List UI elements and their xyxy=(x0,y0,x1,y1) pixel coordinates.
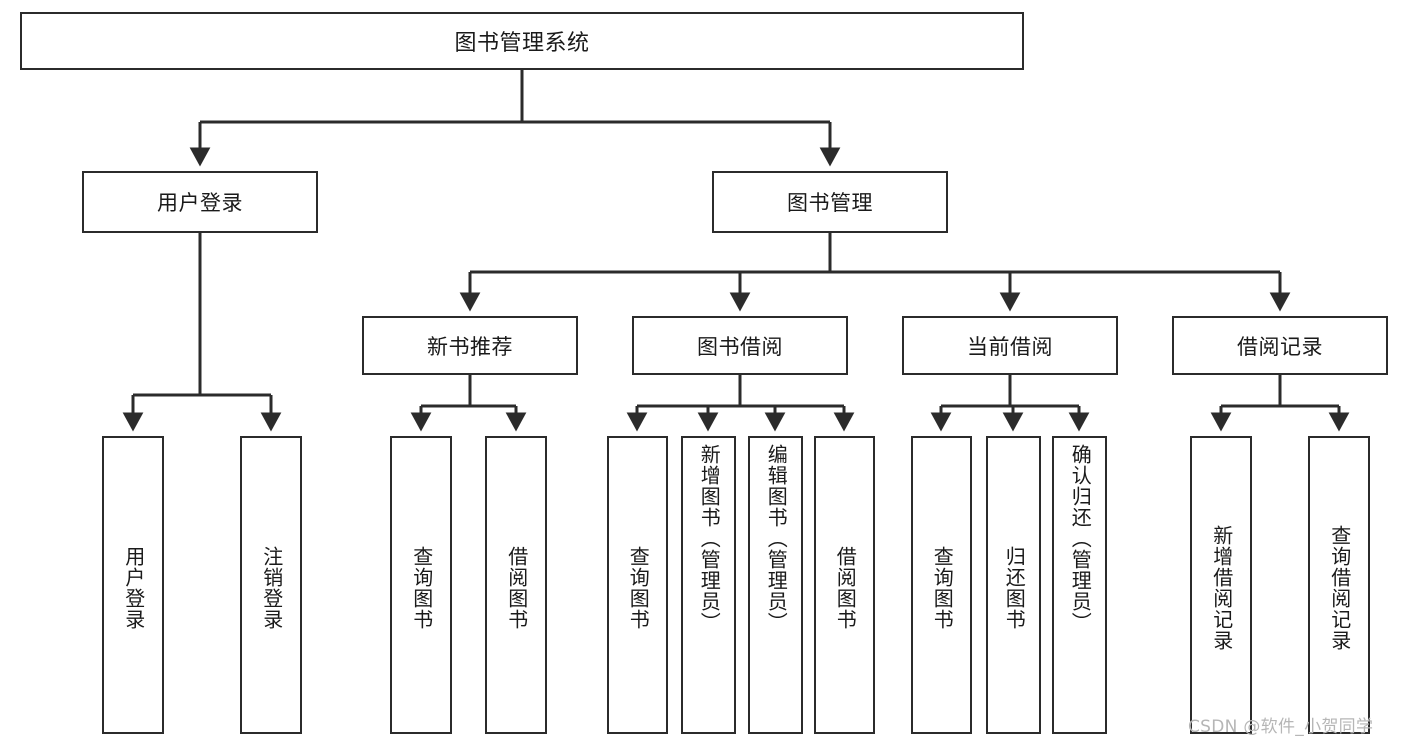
node-label: 新增借阅记录 xyxy=(1209,525,1234,651)
node-leaf-borrow-book-newbook[interactable]: 借阅图书 xyxy=(485,436,547,734)
node-label: 图书管理系统 xyxy=(454,31,590,56)
node-label: 查询图书 xyxy=(930,546,955,630)
node-borrow-record[interactable]: 借阅记录 xyxy=(1172,316,1388,375)
node-leaf-edit-book-admin[interactable]: 编辑图书（管理员） xyxy=(748,436,803,734)
node-label: 用户登录 xyxy=(121,546,146,630)
node-label: 注销登录 xyxy=(259,546,284,630)
node-label: 编辑图书（管理员） xyxy=(764,444,789,633)
node-user-login[interactable]: 用户登录 xyxy=(82,171,318,233)
node-label: 借阅图书 xyxy=(504,546,529,630)
node-leaf-query-book-newbook[interactable]: 查询图书 xyxy=(390,436,452,734)
node-leaf-user-login[interactable]: 用户登录 xyxy=(102,436,164,734)
node-new-book-recommend[interactable]: 新书推荐 xyxy=(362,316,578,375)
node-leaf-query-book-borrow[interactable]: 查询图书 xyxy=(607,436,668,734)
node-leaf-add-book-admin[interactable]: 新增图书（管理员） xyxy=(681,436,736,734)
node-label: 查询借阅记录 xyxy=(1327,525,1352,651)
node-label: 图书管理 xyxy=(787,191,873,215)
node-leaf-query-borrow-record[interactable]: 查询借阅记录 xyxy=(1308,436,1370,734)
node-leaf-confirm-return-admin[interactable]: 确认归还（管理员） xyxy=(1052,436,1107,734)
node-leaf-query-book-current[interactable]: 查询图书 xyxy=(911,436,972,734)
node-label: 图书借阅 xyxy=(697,334,783,359)
node-label: 新增图书（管理员） xyxy=(697,444,722,633)
node-label: 查询图书 xyxy=(409,546,434,630)
node-label: 新书推荐 xyxy=(427,334,513,359)
node-leaf-logout[interactable]: 注销登录 xyxy=(240,436,302,734)
node-label: 归还图书 xyxy=(1002,546,1027,630)
csdn-watermark: CSDN @软件_小贺同学 xyxy=(1188,717,1374,737)
node-root-system[interactable]: 图书管理系统 xyxy=(20,12,1024,70)
node-current-borrow[interactable]: 当前借阅 xyxy=(902,316,1118,375)
node-book-management[interactable]: 图书管理 xyxy=(712,171,948,233)
node-book-borrow[interactable]: 图书借阅 xyxy=(632,316,848,375)
node-leaf-add-borrow-record[interactable]: 新增借阅记录 xyxy=(1190,436,1252,734)
node-label: 查询图书 xyxy=(626,546,651,630)
node-label: 用户登录 xyxy=(157,191,243,215)
node-label: 借阅记录 xyxy=(1237,334,1323,359)
node-leaf-return-book[interactable]: 归还图书 xyxy=(986,436,1041,734)
node-label: 当前借阅 xyxy=(967,334,1053,359)
node-label: 借阅图书 xyxy=(833,546,858,630)
node-leaf-borrow-book[interactable]: 借阅图书 xyxy=(814,436,875,734)
node-label: 确认归还（管理员） xyxy=(1068,444,1093,633)
